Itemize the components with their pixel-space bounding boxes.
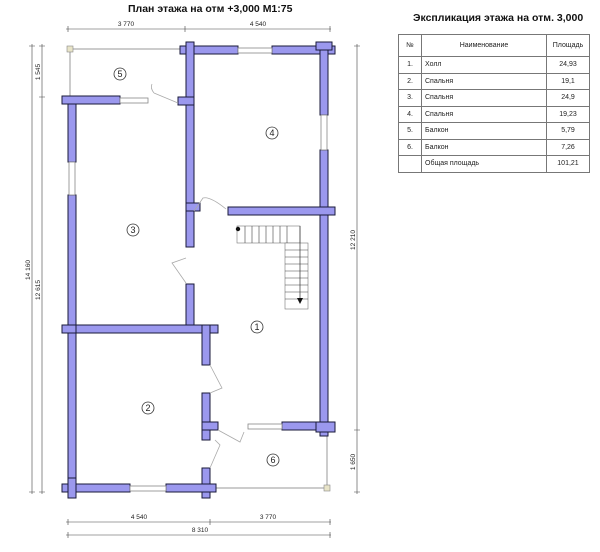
explication-title: Экспликация этажа на отм. 3,000 — [413, 12, 584, 24]
dim-bottom-total: 8 310 — [192, 527, 209, 534]
room-label-5: 5 — [117, 69, 122, 79]
wall-center-stub — [177, 96, 195, 106]
wall-right-cap — [315, 421, 336, 433]
header-area: Площадь — [546, 34, 590, 57]
wall-center — [185, 283, 195, 331]
header-name: Наименование — [421, 34, 547, 57]
wall-right — [319, 149, 329, 437]
dim-top-left: 3 770 — [118, 21, 135, 28]
dim-left-total: 14 160 — [25, 260, 32, 280]
wall-bottom — [165, 483, 217, 493]
staircase — [235, 225, 309, 310]
dim-bottom-right: 3 770 — [260, 514, 277, 521]
cell-name: Спальня — [421, 105, 547, 123]
wall-top-bedroom3 — [61, 95, 121, 105]
cell-num: 5. — [398, 122, 422, 140]
cell-num: 1. — [398, 56, 422, 74]
wall-right — [319, 41, 329, 116]
plan-title: План этажа на отм +3,000 М1:75 — [128, 3, 293, 15]
table-header: № Наименование Площадь — [398, 34, 590, 57]
cell-area: 19,23 — [546, 105, 590, 123]
room-label-3: 3 — [130, 225, 135, 235]
doors — [150, 83, 245, 469]
cell-num — [398, 155, 422, 173]
wall-hall-stub — [201, 421, 219, 431]
cell-area: 19,1 — [546, 72, 590, 90]
dim-left-main: 12 615 — [35, 280, 42, 300]
dim-bottom-left: 4 540 — [131, 514, 148, 521]
cell-num: 2. — [398, 72, 422, 90]
cell-name: Холл — [421, 56, 547, 74]
cell-num: 4. — [398, 105, 422, 123]
wall-left-stub — [61, 324, 77, 334]
wall-middle — [61, 324, 219, 334]
room-label-2: 2 — [145, 403, 150, 413]
wall-hall-bedroom2 — [201, 467, 211, 499]
windows — [68, 47, 328, 492]
dim-top-right: 4 540 — [250, 21, 267, 28]
cell-num: 6. — [398, 138, 422, 156]
dim-right-balcony: 1 650 — [350, 453, 357, 470]
cell-area: 24,9 — [546, 89, 590, 107]
cell-total-name: Общая площадь — [421, 155, 547, 173]
cell-area: 5,79 — [546, 122, 590, 140]
cell-name: Спальня — [421, 89, 547, 107]
cell-area: 24,93 — [546, 56, 590, 74]
cell-name: Балкон — [421, 138, 547, 156]
cell-total-area: 101,21 — [546, 155, 590, 173]
wall-center — [185, 41, 195, 248]
wall-center-stub — [185, 202, 201, 212]
header-num: № — [398, 34, 422, 57]
wall-left — [67, 194, 77, 493]
cell-num: 3. — [398, 89, 422, 107]
room-label-6: 6 — [270, 455, 275, 465]
dimension-lines: 3 770 4 540 4 540 3 770 8 310 14 160 1 5… — [25, 21, 360, 538]
wall-hall-bedroom2 — [201, 324, 211, 366]
wall-hall-bedroom2 — [201, 392, 211, 441]
room-label-1: 1 — [254, 322, 259, 332]
wall-left — [67, 96, 77, 163]
balcony-railings — [66, 45, 331, 492]
dim-right-main: 12 210 — [350, 230, 357, 250]
dim-left-balcony: 1 545 — [35, 63, 42, 80]
wall-right-cap — [315, 41, 333, 51]
wall-stair-landing — [227, 206, 336, 216]
cell-name: Спальня — [421, 72, 547, 90]
cell-name: Балкон — [421, 122, 547, 140]
wall-bottom-stub — [67, 477, 77, 499]
cell-area: 7,26 — [546, 138, 590, 156]
room-labels: 5 4 3 1 2 6 — [113, 67, 280, 467]
room-label-4: 4 — [269, 128, 274, 138]
